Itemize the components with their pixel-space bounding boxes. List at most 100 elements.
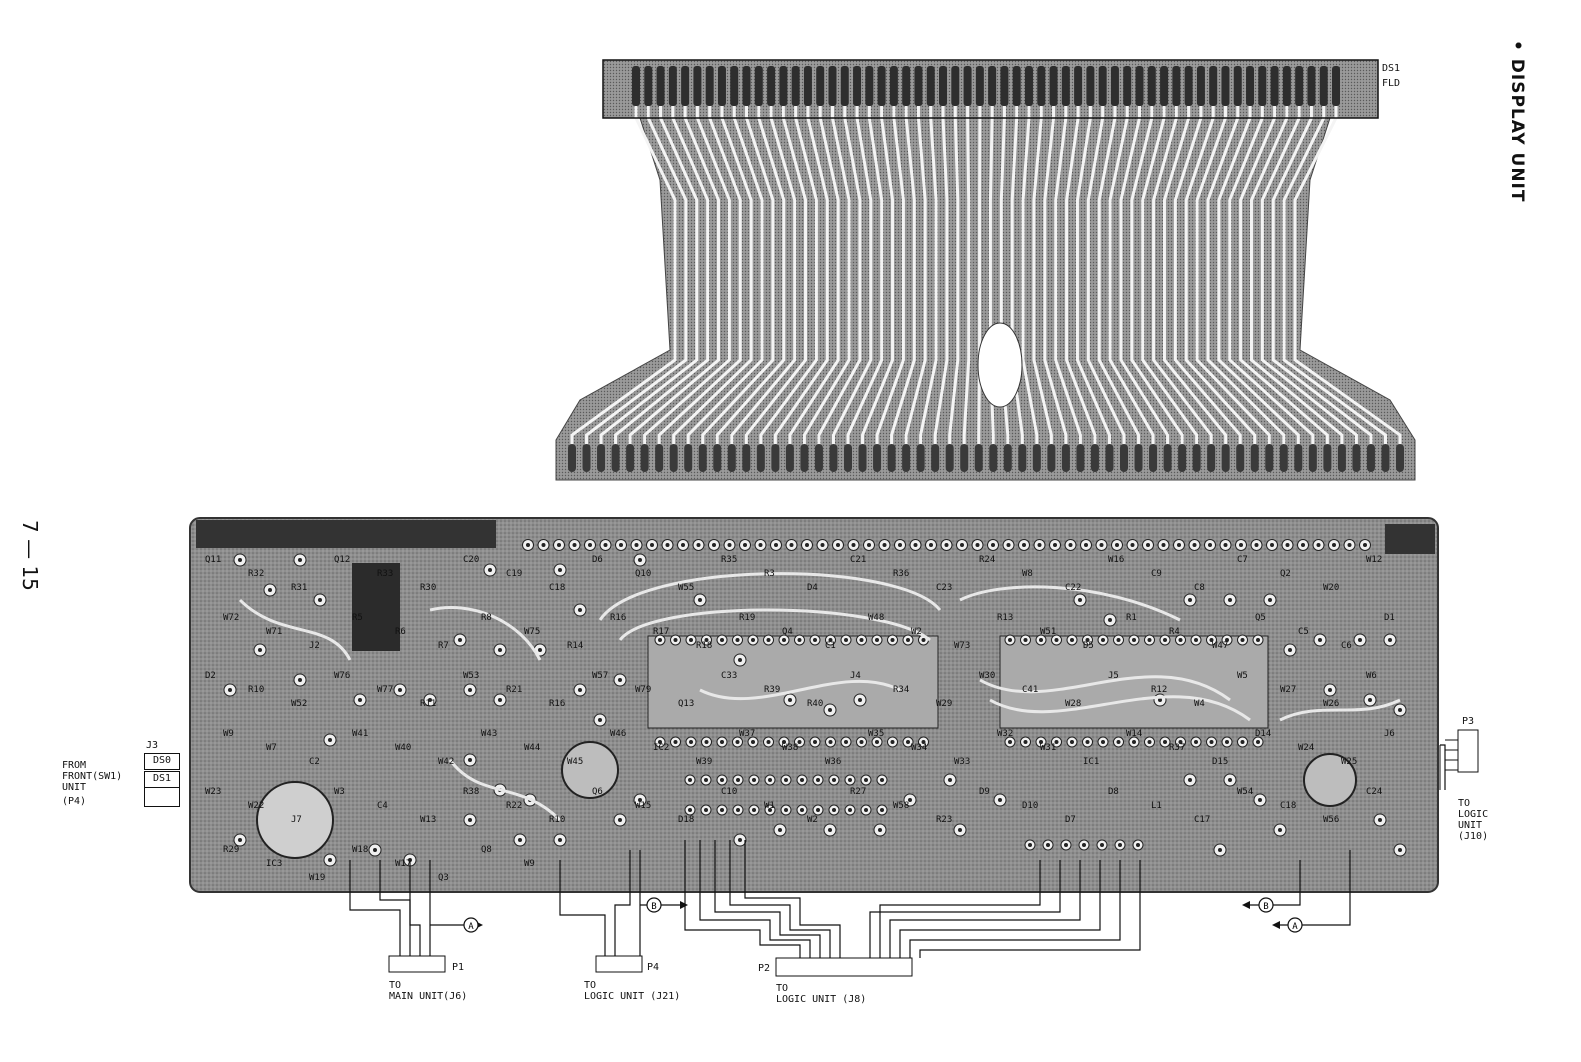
component-label: W30: [979, 671, 996, 681]
connector-pin: [1196, 66, 1205, 106]
flex-trace: [933, 70, 949, 468]
flex-trace: [1217, 70, 1300, 468]
pad-hole: [1378, 818, 1382, 822]
connector-pin: [951, 66, 960, 106]
component-label: R7: [438, 641, 449, 651]
pad-hole: [820, 543, 825, 547]
connector-pin: [754, 66, 763, 106]
pad-hole: [836, 543, 840, 547]
pad-hole: [1085, 638, 1090, 642]
pad-hole: [558, 568, 562, 572]
pad-hole: [828, 638, 833, 642]
pad-hole: [1116, 638, 1121, 642]
ds1-label: DS1: [1382, 63, 1401, 74]
component-label: W33: [954, 757, 971, 767]
component-label: C18: [1280, 801, 1297, 811]
pad-hole: [1278, 828, 1282, 832]
component-label: IC3: [266, 859, 283, 869]
component-label: R14: [567, 641, 584, 651]
from-front-line1: FROM: [62, 760, 87, 771]
pad-hole: [774, 543, 778, 547]
connector-pin: [889, 66, 898, 106]
pad-hole: [766, 740, 771, 744]
component-label: D4: [807, 583, 818, 593]
pad-hole: [468, 818, 472, 822]
pad-hole: [1046, 843, 1050, 847]
flex-pad: [698, 444, 707, 472]
pad-hole: [468, 758, 472, 762]
component-label: W51: [1040, 627, 1057, 637]
pad-hole: [1288, 648, 1292, 652]
flex-trace: [1075, 70, 1111, 468]
component-label: W40: [395, 743, 412, 753]
pad-hole: [1398, 848, 1402, 852]
component-label: R17: [653, 627, 670, 637]
marker-b-left: [646, 897, 662, 913]
pad-hole: [665, 543, 670, 547]
pad-hole: [1116, 740, 1121, 744]
flex-trace: [1228, 70, 1315, 468]
connector-pin: [1012, 66, 1021, 106]
pad-hole: [704, 740, 709, 744]
pad-hole: [1085, 740, 1090, 744]
pad-hole: [752, 808, 756, 812]
pad-hole: [991, 543, 995, 547]
pad-hole: [238, 838, 242, 842]
component-label: D6: [592, 555, 603, 565]
pad-hole: [828, 828, 832, 832]
connector-pin: [1221, 66, 1230, 106]
pad-hole: [1209, 740, 1214, 744]
component-label: W14: [1126, 729, 1143, 739]
pad-hole: [752, 778, 756, 782]
connector-pin: [963, 66, 972, 106]
flex-pad: [945, 444, 954, 472]
pad-hole: [619, 543, 623, 547]
component-label: W8: [1022, 569, 1033, 579]
marker-b-right: [1258, 897, 1274, 913]
component-label: W2: [807, 815, 818, 825]
pcb-trace: [1279, 698, 1401, 722]
pad-hole: [1332, 543, 1336, 547]
pcb-trace: [429, 605, 542, 661]
p1-label: P1: [452, 962, 465, 973]
component-label: R35: [721, 555, 738, 565]
pad-hole: [958, 828, 962, 832]
pad-hole: [1022, 543, 1026, 547]
flex-pad: [1279, 444, 1288, 472]
flex-trace: [1097, 70, 1141, 468]
pad-hole: [768, 778, 772, 782]
pad-hole: [743, 543, 747, 547]
flex-pad: [1178, 444, 1187, 472]
pad-hole: [890, 740, 895, 744]
flex-trace: [817, 70, 862, 468]
component-label: D1: [1384, 613, 1395, 623]
connector-pin: [730, 66, 739, 106]
flex-pad: [1047, 444, 1056, 472]
j3-pin-ds0: DS0: [144, 753, 180, 770]
pad-hole: [618, 818, 622, 822]
component-label: W2: [911, 627, 922, 637]
component-label: J7: [291, 815, 302, 825]
component-label: J2: [309, 641, 320, 651]
p2-dest-line2: LOGIC UNIT (J8): [776, 994, 867, 1005]
pad-hole: [638, 798, 642, 802]
flex-pad: [873, 444, 882, 472]
connector-pin: [644, 66, 653, 106]
flex-pad: [611, 444, 620, 472]
connector-pin: [1233, 66, 1242, 106]
pad-hole: [1225, 740, 1229, 744]
pad-hole: [1037, 543, 1042, 547]
component-label: Q6: [592, 787, 603, 797]
flex-pad: [1381, 444, 1390, 472]
flex-pad: [1163, 444, 1172, 472]
flex-trace: [999, 70, 1010, 468]
component-label: W12: [1366, 555, 1383, 565]
component-label: W48: [868, 613, 885, 623]
pad-hole: [1039, 740, 1043, 744]
component-label: Q5: [1255, 613, 1266, 623]
pad-hole: [696, 543, 701, 547]
pad-hole: [1188, 598, 1192, 602]
pad-hole: [851, 543, 856, 547]
p2-dest-line1: TO: [776, 983, 789, 994]
